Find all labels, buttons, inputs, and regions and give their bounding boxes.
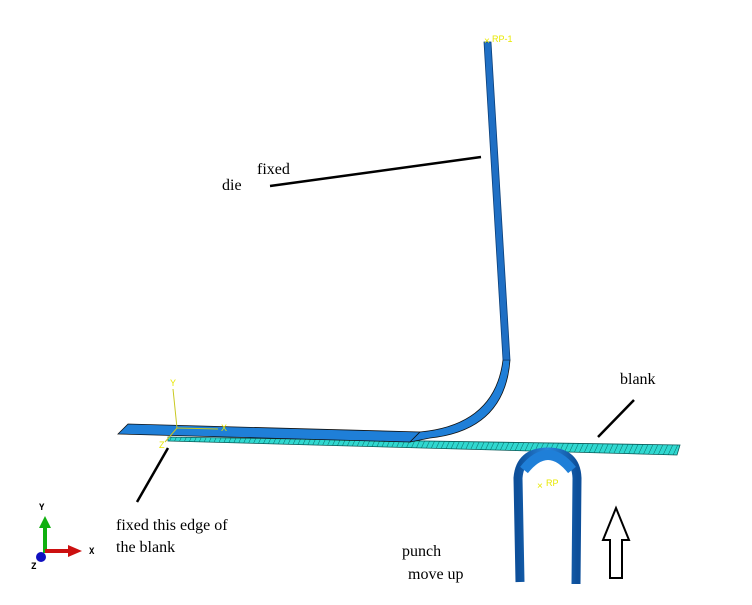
svg-text:RP-1: RP-1	[492, 34, 513, 44]
move-up-arrow-icon	[601, 505, 631, 579]
csys-x-label: X	[221, 423, 227, 433]
die-label: die	[222, 177, 242, 194]
blank-part[interactable]	[167, 436, 681, 456]
die-fixed-label: fixed	[257, 161, 290, 178]
fixed-edge-label-1: fixed this edge of	[116, 517, 228, 534]
local-coordinate-system	[164, 388, 219, 443]
triad-z-label: Z	[31, 562, 37, 572]
triad-x-label: X	[89, 547, 95, 557]
fixed-edge-label-2: the blank	[116, 539, 175, 556]
die-part[interactable]	[117, 41, 511, 443]
svg-text:×: ×	[537, 481, 543, 492]
edge-leader-line	[135, 447, 170, 503]
csys-y-label: Y	[170, 378, 176, 388]
view-triad	[36, 516, 82, 562]
svg-text:RP: RP	[546, 478, 559, 488]
punch-move-label: move up	[408, 566, 464, 583]
die-leader-line	[269, 155, 482, 188]
csys-z-label: Z	[159, 440, 165, 450]
svg-text:×: ×	[484, 36, 490, 47]
rp-die: × RP-1	[484, 34, 513, 47]
blank-label: blank	[620, 371, 656, 388]
rp-punch: × RP	[537, 478, 559, 492]
blank-leader-line	[597, 399, 635, 438]
triad-y-label: Y	[39, 503, 45, 513]
punch-label: punch	[402, 543, 441, 560]
punch-part[interactable]	[513, 447, 582, 585]
